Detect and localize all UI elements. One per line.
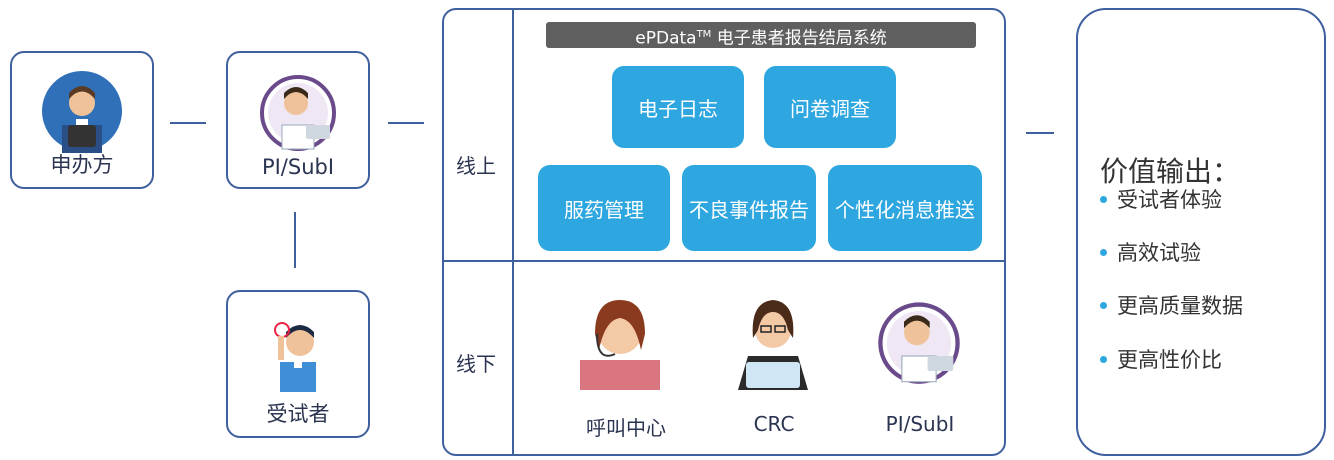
value-panel — [1076, 8, 1326, 456]
module-medication[interactable]: 服药管理 — [538, 165, 670, 251]
value-item: 更高质量数据 — [1100, 290, 1243, 320]
value-item-text: 高效试验 — [1117, 241, 1201, 265]
value-item: 高效试验 — [1100, 237, 1201, 267]
connector-system-value — [1026, 132, 1054, 134]
sponsor-card: 申办方 — [10, 51, 154, 189]
module-questionnaire[interactable]: 问卷调查 — [764, 66, 896, 148]
system-title-brand: ePData — [635, 28, 697, 49]
offline-role-pi: PI/SubI — [885, 412, 955, 436]
pi-card-top: PI/SubI — [226, 51, 370, 189]
system-divider-horizontal — [444, 260, 1004, 262]
value-item: 受试者体验 — [1100, 184, 1222, 214]
system-divider-vertical — [512, 10, 514, 456]
connector-pi-system — [388, 122, 424, 124]
online-label: 线上 — [456, 154, 496, 178]
system-title-text: 电子患者报告结局系统 — [711, 28, 887, 49]
bullet-icon — [1100, 248, 1107, 256]
module-adverse-event[interactable]: 不良事件报告 — [682, 165, 816, 251]
pi-label-top: PI/SubI — [261, 155, 335, 179]
crc-icon — [738, 300, 808, 390]
offline-role-call-center: 呼叫中心 — [586, 416, 666, 440]
value-title: 价值输出： — [1100, 155, 1241, 188]
sponsor-avatar-icon — [42, 71, 122, 153]
subject-card: 受试者 — [226, 290, 370, 438]
call-center-icon — [580, 300, 660, 390]
module-push-messages[interactable]: 个性化消息推送 — [828, 165, 982, 251]
sponsor-label: 申办方 — [50, 153, 114, 177]
doctor-avatar-icon — [878, 302, 960, 384]
connector-pi-subject — [294, 212, 296, 268]
value-item-text: 更高性价比 — [1117, 348, 1222, 372]
value-item-text: 受试者体验 — [1117, 188, 1222, 212]
bullet-icon — [1100, 355, 1107, 363]
offline-label: 线下 — [456, 352, 496, 376]
doctor-avatar-icon — [260, 75, 336, 151]
subject-label: 受试者 — [266, 402, 330, 426]
bullet-icon — [1100, 195, 1107, 203]
bullet-icon — [1100, 301, 1107, 309]
value-item: 更高性价比 — [1100, 344, 1222, 374]
subject-avatar-icon — [274, 322, 316, 392]
module-diary[interactable]: 电子日志 — [612, 66, 744, 148]
offline-role-crc: CRC — [753, 412, 795, 436]
system-title: ePDataTM 电子患者报告结局系统 — [546, 22, 976, 49]
system-title-tm: TM — [696, 29, 712, 40]
value-item-text: 更高质量数据 — [1117, 294, 1243, 318]
connector-sponsor-pi — [170, 122, 206, 124]
